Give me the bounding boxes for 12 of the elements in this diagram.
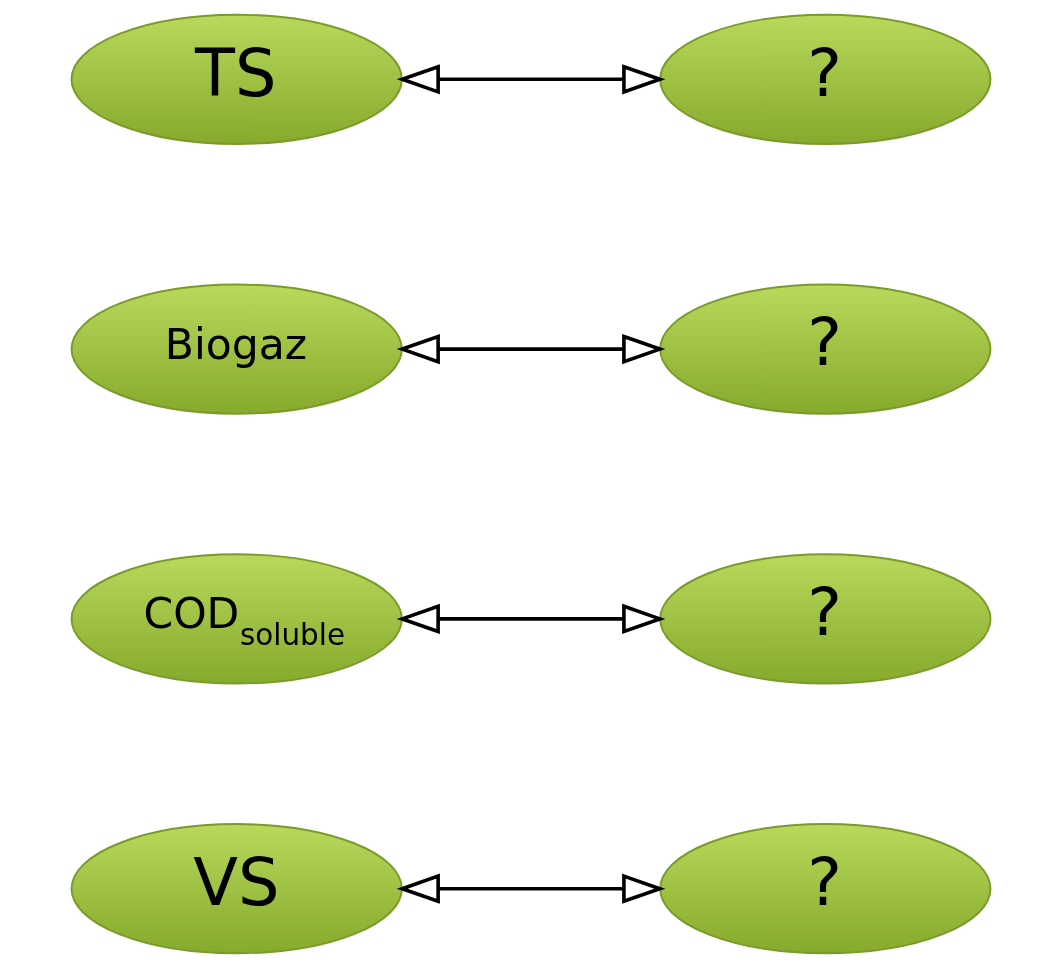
- node-ellipse: TS: [70, 13, 403, 145]
- arrow: [396, 603, 666, 634]
- node-ellipse: COD$_{soluble}$: [70, 553, 403, 685]
- arrow: [396, 64, 666, 95]
- arrow: [396, 334, 666, 365]
- node-ellipse: ?: [659, 823, 992, 955]
- node-ellipse: ?: [659, 283, 992, 415]
- node-ellipse: VS: [70, 823, 403, 955]
- node-ellipse: ?: [659, 13, 992, 145]
- node-ellipse: ?: [659, 553, 992, 685]
- arrow: [396, 873, 666, 904]
- node-ellipse: Biogaz: [70, 283, 403, 415]
